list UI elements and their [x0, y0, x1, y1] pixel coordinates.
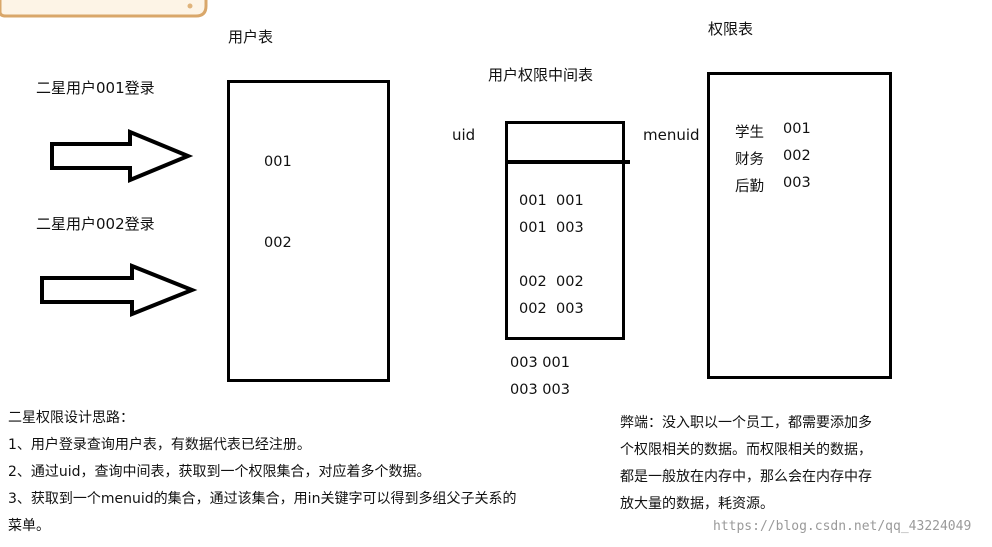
- mid-row-a: 001: [519, 220, 547, 236]
- login-label-user-001: 二星用户001登录: [36, 79, 155, 97]
- drawback-line: 弊端：没入职以一个员工，都需要添加多: [620, 415, 872, 431]
- mid-table-box: [505, 121, 625, 340]
- mid-row-b: 001: [556, 193, 584, 209]
- user-table-title: 用户表: [228, 28, 274, 46]
- mid-row-a: 002: [519, 274, 547, 290]
- design-notes-heading: 二星权限设计思路：: [8, 410, 134, 426]
- user-table-row-002: 002: [264, 235, 292, 251]
- login-label-user-002: 二星用户002登录: [36, 215, 155, 233]
- mid-row-a: 002: [519, 301, 547, 317]
- perm-row-id: 001: [783, 121, 811, 137]
- design-notes-line: 2、通过uid，查询中间表，获取到一个权限集合，对应着多个数据。: [8, 464, 431, 480]
- uid-label: uid: [452, 126, 476, 144]
- watermark: https://blog.csdn.net/qq_43224049: [713, 519, 972, 534]
- drawback-line: 个权限相关的数据。而权限相关的数据，: [620, 442, 872, 458]
- perm-table-box: [707, 72, 892, 379]
- drawback-line: 放大量的数据，耗资源。: [620, 496, 774, 512]
- menuid-label: menuid: [643, 126, 700, 144]
- corner-tab-decoration: [0, 0, 208, 18]
- user-table-row-001: 001: [264, 154, 292, 170]
- mid-row-b: 003: [556, 220, 584, 236]
- perm-row-name: 后勤: [735, 179, 764, 195]
- design-notes-line: 1、用户登录查询用户表，有数据代表已经注册。: [8, 437, 311, 453]
- perm-table-title: 权限表: [708, 20, 754, 38]
- design-notes-line: 菜单。: [8, 518, 50, 534]
- drawback-line: 都是一般放在内存中，那么会在内存中存: [620, 469, 872, 485]
- perm-row-name: 财务: [735, 152, 764, 168]
- mid-extra-row: 003 001: [510, 355, 570, 371]
- arrow-right-icon: [40, 263, 198, 317]
- design-notes-line: 3、获取到一个menuid的集合，通过该集合，用in关键字可以得到多组父子关系的: [8, 491, 517, 507]
- mid-table-title: 用户权限中间表: [488, 66, 594, 84]
- mid-row-a: 001: [519, 193, 547, 209]
- mid-row-b: 002: [556, 274, 584, 290]
- mid-extra-row: 003 003: [510, 382, 570, 398]
- perm-row-name: 学生: [735, 125, 764, 141]
- mid-row-b: 003: [556, 301, 584, 317]
- perm-row-id: 003: [783, 175, 811, 191]
- mid-table-header-divider: [505, 160, 630, 164]
- perm-row-id: 002: [783, 148, 811, 164]
- arrow-right-icon: [50, 129, 194, 183]
- user-table-box: [227, 80, 390, 382]
